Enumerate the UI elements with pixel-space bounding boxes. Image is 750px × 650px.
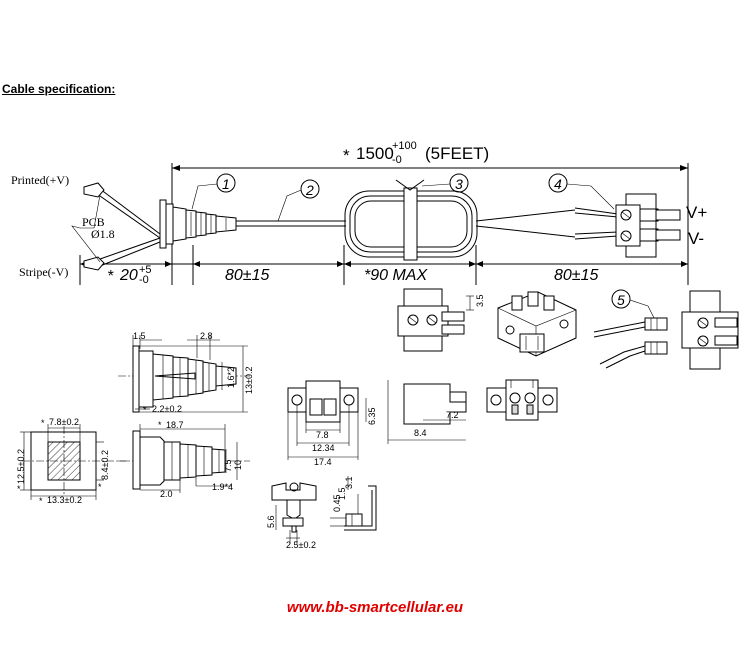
star-mark: * — [41, 418, 45, 428]
star-mark: * — [39, 496, 43, 506]
dim-10: 10 — [233, 460, 243, 470]
vminus-label: V- — [688, 229, 704, 248]
dim-1-9: 1.9*4 — [212, 482, 233, 492]
terminal-connector — [615, 193, 681, 258]
connector-top-view: 3.5 — [397, 288, 485, 352]
seg1-length: 20 — [119, 267, 138, 284]
dim-7-8: 7.8±0.2 — [49, 417, 79, 427]
dim-12-5: 12.5±0.2 — [16, 449, 26, 484]
dim-2-5: 2.5±0.2 — [286, 540, 316, 550]
page-heading: Cable specification: — [2, 82, 116, 96]
dim-1-5b: 1.5 — [337, 487, 347, 500]
website-link[interactable]: www.bb-smartcellular.eu — [286, 599, 464, 616]
arrow-head — [172, 165, 180, 171]
dim-2-0: 2.0 — [160, 489, 173, 499]
dim-8-4a: 8.4±0.2 — [100, 450, 110, 480]
dim-1-5: 1.5 — [133, 331, 146, 341]
dim-5-6: 5.6 — [266, 515, 276, 528]
connector-isometric — [497, 291, 577, 357]
dim-2-2: 2.2±0.2 — [152, 404, 182, 414]
overall-tol-upper: +100 — [392, 140, 417, 152]
callout-3: 3 — [421, 173, 469, 193]
star-mark: * — [17, 484, 21, 494]
overall-length: 1500 — [356, 144, 394, 163]
cable-with-terminals: 5 — [593, 289, 739, 370]
overall-star: * — [343, 146, 350, 165]
strain-relief-detail-top: 1.5 2.8 13±0.2 1.6*2 * 2.2±0.2 — [118, 331, 254, 415]
dim-3-1: 3.1 — [344, 476, 354, 489]
dim-1-6: 1.6*2 — [226, 367, 236, 388]
connector-back-view — [486, 379, 558, 421]
strain-relief — [159, 199, 237, 249]
callout-5-number: 5 — [617, 292, 625, 308]
dim-17-4: 17.4 — [314, 457, 332, 467]
seg1-tol-lower: -0 — [139, 274, 149, 286]
star-mark: * — [98, 482, 102, 492]
connector-side-view: 7.2 8.4 — [387, 380, 467, 444]
dim-6-35: 6.35 — [367, 407, 377, 425]
vplus-label: V+ — [686, 203, 707, 222]
callout-4-number: 4 — [554, 176, 562, 192]
overall-cable-view: * 1500 +100 -0 (5FEET) * 20 +5 -0 80±15 … — [11, 140, 707, 286]
wire-ends — [83, 182, 161, 271]
seg4-length: 80±15 — [554, 267, 598, 284]
dim-18-7: 18.7 — [166, 420, 184, 430]
dim-7-2: 7.2 — [446, 410, 459, 420]
callout-1-number: 1 — [222, 176, 230, 192]
callout-3-number: 3 — [455, 176, 463, 192]
dim-7-8b: 7.8 — [316, 430, 329, 440]
callout-2: 2 — [277, 179, 320, 222]
stripe-wire-label: Stripe(-V) — [19, 265, 68, 279]
dim-2-8: 2.8 — [200, 331, 213, 341]
overall-tol-lower: -0 — [392, 154, 402, 166]
callout-2-number: 2 — [305, 182, 314, 198]
pcb-label: PCB — [82, 215, 105, 229]
flange-front-view: * 7.8±0.2 12.5±0.2 * 8.4±0.2 * * 13.3±0.… — [16, 417, 128, 506]
connector-front-view: 7.8 12.34 17.4 6.35 — [287, 380, 377, 467]
cable-coil — [344, 179, 478, 261]
wire-diameter-label: Ø1.8 — [91, 227, 115, 241]
seg1-star: * — [107, 268, 114, 285]
strain-relief-detail-bottom: * 18.7 10 7.5 2.0 1.9*4 — [118, 420, 250, 499]
seg3-length: *90 MAX — [364, 267, 428, 284]
dim-8-4b: 8.4 — [414, 428, 427, 438]
contact-side-detail: 0.45 1.5 3.1 — [330, 476, 377, 531]
callout-4: 4 — [548, 173, 615, 210]
pcb-leader — [71, 194, 101, 263]
dim-12-34: 12.34 — [312, 443, 335, 453]
overall-note: (5FEET) — [425, 144, 489, 163]
star-mark: * — [143, 405, 147, 415]
dim-0-45: 0.45 — [332, 494, 342, 512]
dim-3-5: 3.5 — [475, 294, 485, 307]
arrow-head — [680, 165, 688, 171]
dim-7-5: 7.5 — [223, 459, 233, 472]
dim-13-3: 13.3±0.2 — [47, 495, 82, 505]
callout-1: 1 — [191, 173, 236, 210]
star-mark: * — [158, 420, 162, 430]
cable-run — [236, 207, 619, 240]
seg2-length: 80±15 — [225, 267, 269, 284]
seg1-tol-upper: +5 — [139, 264, 152, 276]
printed-wire-label: Printed(+V) — [11, 173, 69, 187]
dim-13: 13±0.2 — [244, 367, 254, 394]
contact-detail: 5.6 2.5±0.2 — [266, 482, 317, 550]
